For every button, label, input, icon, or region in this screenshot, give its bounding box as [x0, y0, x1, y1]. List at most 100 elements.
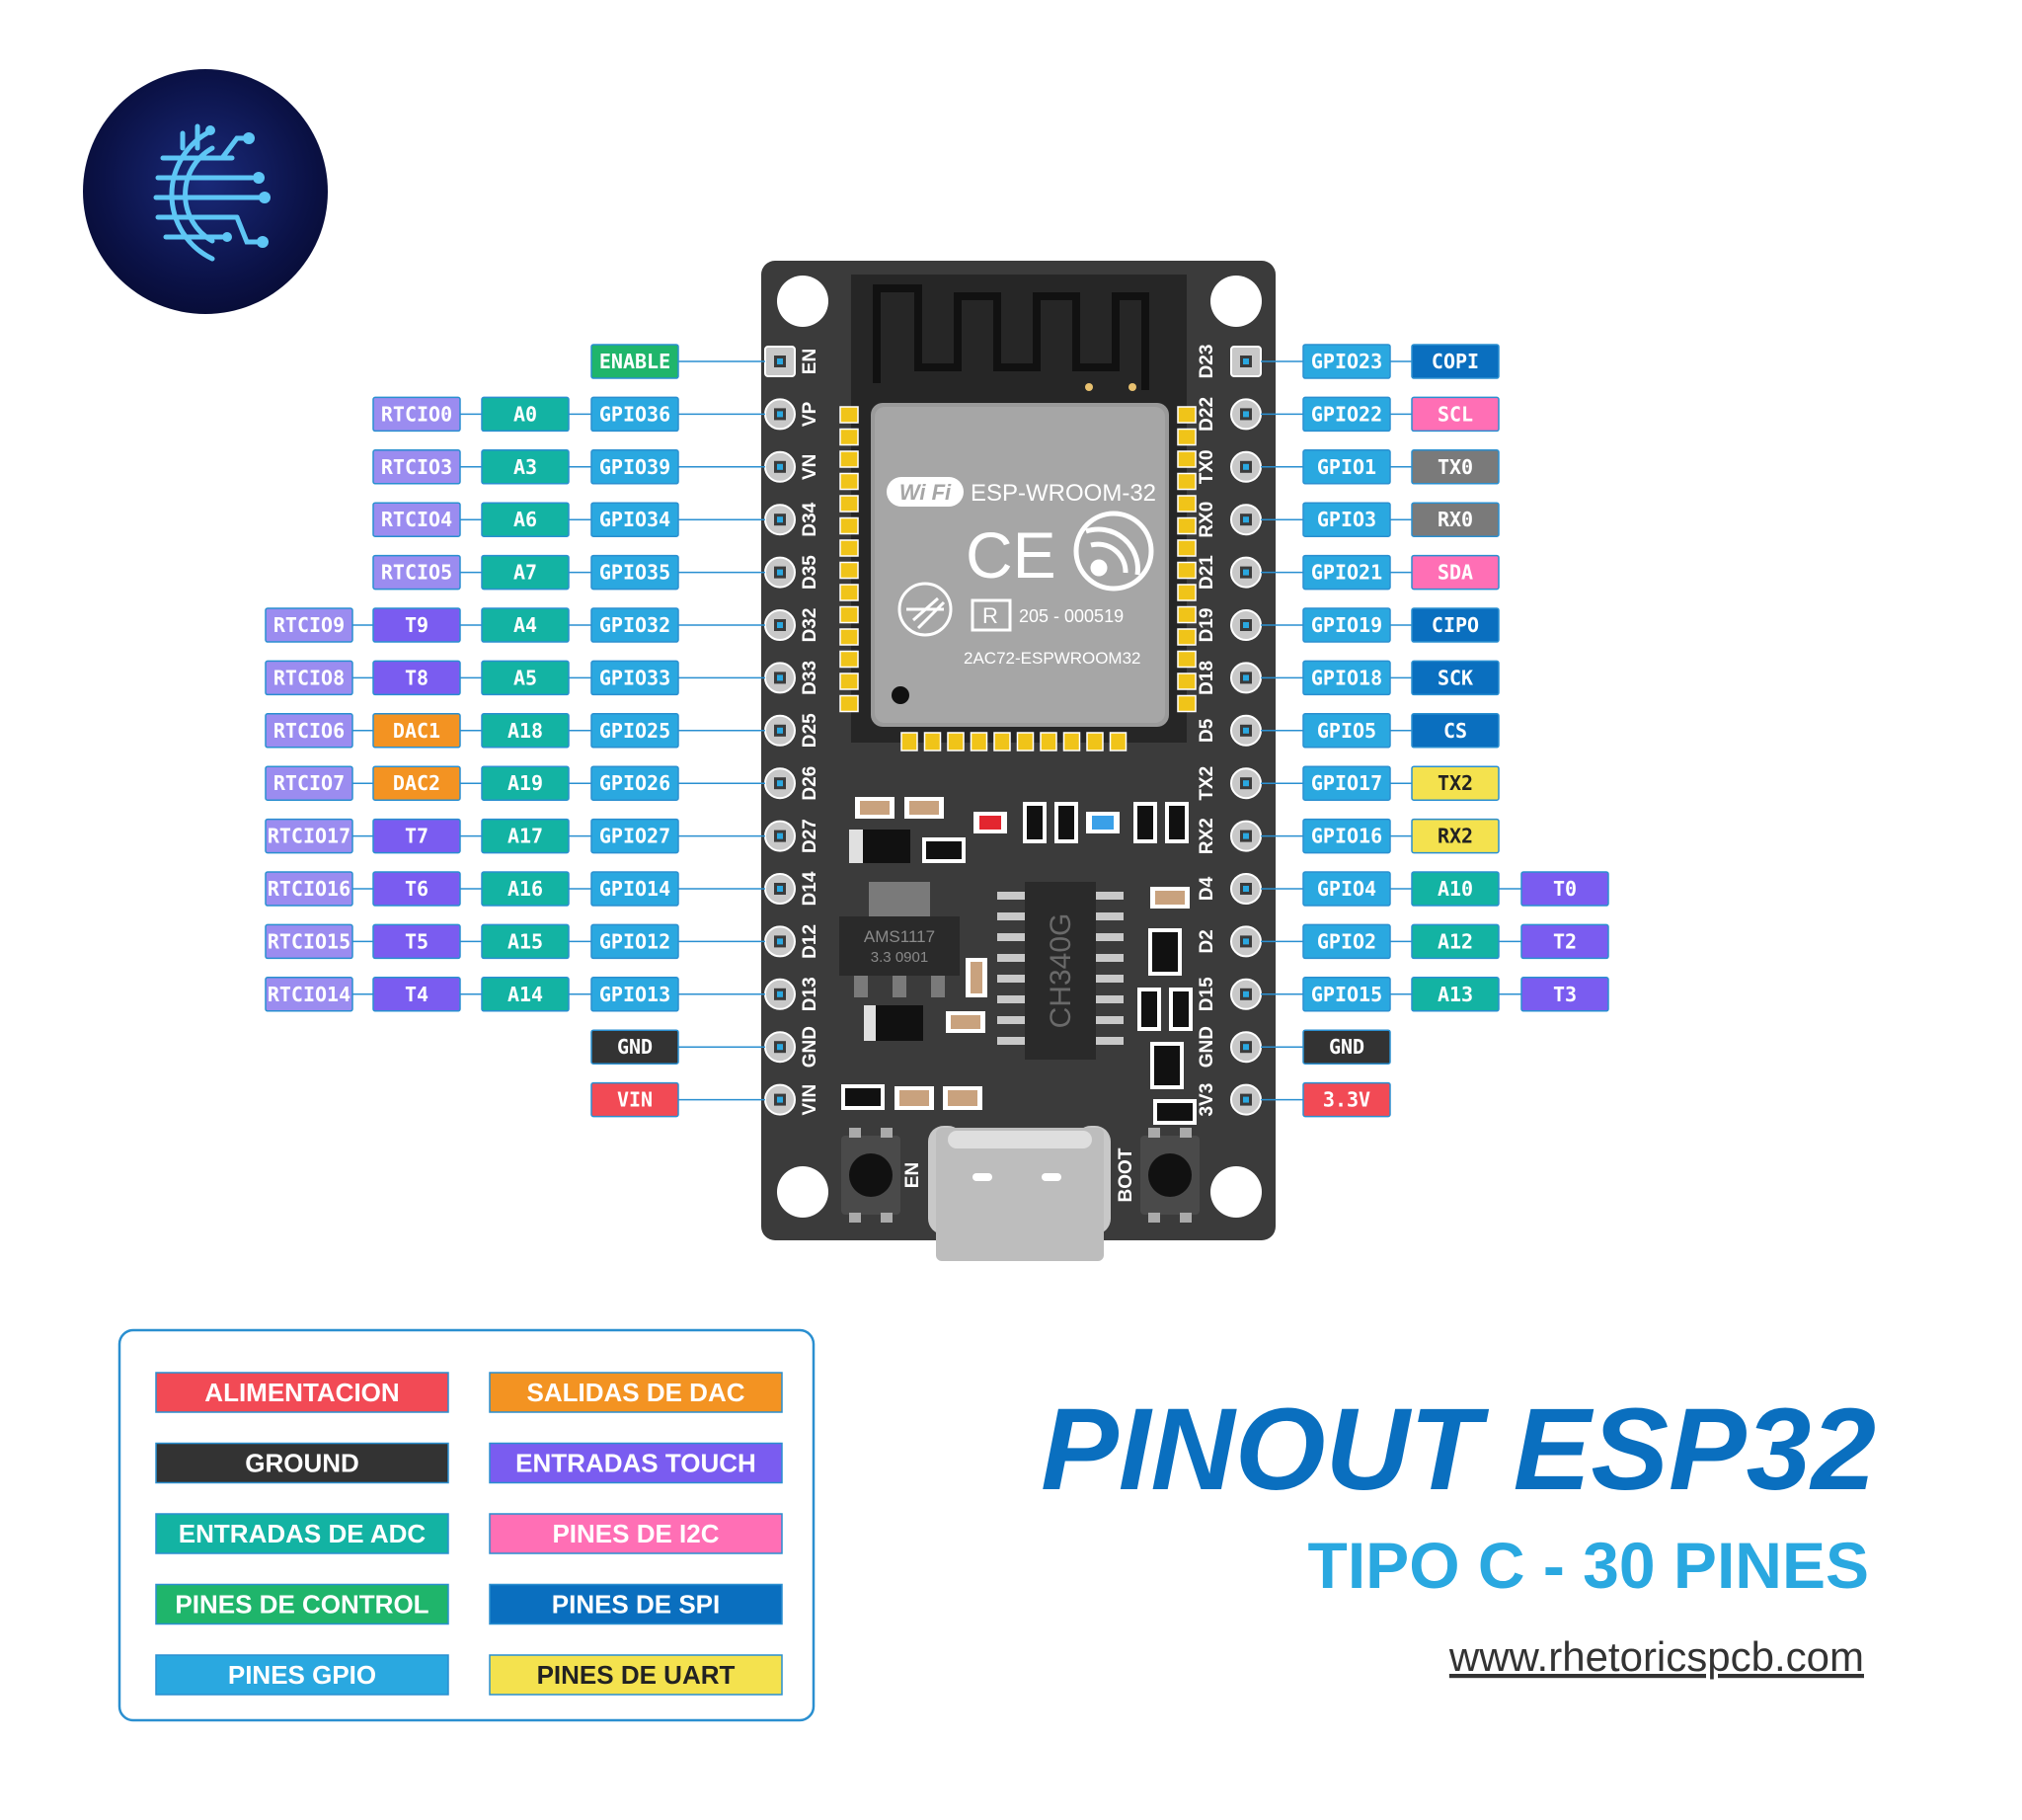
pin-label-rx2-r-rx2-text: RX2	[1438, 825, 1473, 848]
board-pin-label-d12-l: D12	[800, 924, 820, 959]
header-pin-d35-l	[764, 556, 796, 589]
board-pin-label-d25-l: D25	[800, 713, 820, 748]
pin-label-d35-l-rtcio5-text: RTCIO5	[381, 561, 452, 585]
legend-item-salidas-de-dac: SALIDAS DE DAC	[489, 1372, 783, 1413]
header-pin-vin-l	[764, 1083, 796, 1116]
pin-label-d5-r-gpio5: GPIO5	[1302, 713, 1391, 749]
website-link[interactable]: www.rhetoricspcb.com	[1448, 1633, 1864, 1680]
pin-label-d27-l-a17: A17	[481, 818, 570, 854]
board-pin-label-d21-r: D21	[1197, 555, 1217, 590]
header-pin-d32-l	[764, 609, 796, 641]
board-pin-label-gnd-r: GND	[1197, 1026, 1217, 1068]
pin-label-d15-r-a13: A13	[1411, 977, 1500, 1012]
cert-code: 205 - 000519	[1019, 606, 1124, 626]
wifi-logo: Wi Fi	[887, 477, 964, 507]
header-pin-d2-r	[1230, 925, 1262, 958]
pin-label-d2-r-t2: T2	[1520, 923, 1609, 960]
header-pin-d18-r	[1230, 662, 1262, 694]
pin-label-d34-l-rtcio4: RTCIO4	[372, 502, 461, 537]
legend-item-alimentacion: ALIMENTACION	[155, 1372, 449, 1413]
pin-label-vn-l-a3-text: A3	[513, 455, 537, 479]
pin-label-d25-l-a18-text: A18	[507, 719, 543, 743]
page-title: PINOUT ESP32	[1041, 1385, 1876, 1515]
board-pin-label-d33-l: D33	[800, 661, 820, 695]
board-pin-label-vp-l: VP	[800, 401, 820, 427]
pin-label-d34-l-a6: A6	[481, 502, 570, 537]
board-pin-label-d23-r: D23	[1197, 345, 1217, 379]
pin-label-d23-r-gpio23-text: GPIO23	[1311, 350, 1382, 373]
board-pin-label-d35-l: D35	[800, 555, 820, 590]
usb-c-connector[interactable]	[928, 1126, 1111, 1261]
pin-label-d21-r-gpio21-text: GPIO21	[1311, 561, 1382, 585]
pin-label-d32-l-rtcio9: RTCIO9	[265, 607, 353, 643]
boot-button[interactable]	[1140, 1128, 1200, 1223]
pin-label-tx0-r-tx0-text: TX0	[1438, 455, 1473, 479]
legend-item-entradas-touch: ENTRADAS TOUCH	[489, 1442, 783, 1484]
header-pin-3v3-r	[1230, 1083, 1262, 1116]
pin-label-vp-l-gpio36-text: GPIO36	[599, 402, 670, 426]
board-pin-label-d15-r: D15	[1197, 977, 1217, 1011]
legend-label-pines-de-i2c: PINES DE I2C	[552, 1519, 719, 1548]
en-button[interactable]	[841, 1128, 900, 1223]
pin-label-d25-l-a18: A18	[481, 713, 570, 749]
pin-label-tx2-r-gpio17: GPIO17	[1302, 765, 1391, 801]
boot-button-label: BOOT	[1116, 1147, 1136, 1202]
pin-label-gnd-r-gnd: GND	[1302, 1029, 1391, 1065]
pin-label-d4-r-t0-text: T0	[1553, 877, 1577, 901]
legend-label-alimentacion: ALIMENTACION	[204, 1378, 399, 1407]
legend-item-pines-de-control: PINES DE CONTROL	[155, 1583, 449, 1625]
header-pins: ENVPVND34D35D32D33D25D26D27D14D12D13GNDV…	[764, 345, 1262, 1117]
board-pin-label-vin-l: VIN	[800, 1084, 820, 1116]
pin-label-d4-r-a10: A10	[1411, 871, 1500, 907]
pin-label-d18-r-sck: SCK	[1411, 660, 1500, 696]
pin-label-vn-l-gpio39: GPIO39	[590, 449, 679, 485]
en-button-label: EN	[902, 1162, 923, 1188]
pin-label-d26-l-rtcio7: RTCIO7	[265, 765, 353, 801]
pin-label-d15-r-t3: T3	[1520, 977, 1609, 1012]
header-pin-d15-r	[1230, 978, 1262, 1010]
board-pin-label-d26-l: D26	[800, 766, 820, 801]
board-pin-label-d22-r: D22	[1197, 397, 1217, 432]
legend-label-pines-de-control: PINES DE CONTROL	[175, 1590, 428, 1620]
pin-label-vp-l-a0-text: A0	[513, 402, 537, 426]
board-pin-label-d27-l: D27	[800, 819, 820, 853]
header-pin-gnd-l	[764, 1031, 796, 1064]
pin-label-d19-r-gpio19: GPIO19	[1302, 607, 1391, 643]
pin-label-rx0-r-gpio3-text: GPIO3	[1317, 508, 1376, 531]
pin-label-d13-l-gpio13: GPIO13	[590, 977, 679, 1012]
legend-label-entradas-touch: ENTRADAS TOUCH	[515, 1449, 756, 1478]
pin-label-en-l-enable-text: ENABLE	[599, 350, 670, 373]
header-pin-rx2-r	[1230, 820, 1262, 852]
pin-label-d14-l-a16-text: A16	[507, 877, 543, 901]
module-pads	[839, 406, 1197, 752]
pin-label-d25-l-dac1: DAC1	[372, 713, 461, 749]
pin-label-d13-l-t4-text: T4	[405, 983, 428, 1006]
pin-label-d32-l-rtcio9-text: RTCIO9	[273, 613, 345, 637]
pin-label-d12-l-rtcio15: RTCIO15	[265, 923, 353, 960]
pin-label-d12-l-t5: T5	[372, 923, 461, 960]
pin-label-d33-l-a5-text: A5	[513, 666, 537, 689]
pin-label-d26-l-gpio26: GPIO26	[590, 765, 679, 801]
pin-label-d18-r-gpio18-text: GPIO18	[1311, 666, 1382, 689]
company-logo	[83, 69, 328, 314]
pin-label-d35-l-a7-text: A7	[513, 561, 537, 585]
header-pin-d27-l	[764, 820, 796, 852]
esp32-board: Wi Fi ESP-WROOM-32 CE R 205 - 000519 2AC…	[761, 261, 1276, 1261]
pin-label-d21-r-sda-text: SDA	[1438, 561, 1473, 585]
pin-label-d26-l-a19-text: A19	[507, 771, 543, 795]
pin-label-d35-l-gpio35: GPIO35	[590, 554, 679, 591]
page-subtitle: TIPO C - 30 PINES	[1308, 1529, 1869, 1602]
pin-label-d35-l-gpio35-text: GPIO35	[599, 561, 670, 585]
pin-label-d32-l-t9-text: T9	[405, 613, 428, 637]
pin-label-vin-l-vin-text: VIN	[617, 1088, 653, 1112]
pin-label-d19-r-gpio19-text: GPIO19	[1311, 613, 1382, 637]
pin-label-d2-r-gpio2-text: GPIO2	[1317, 929, 1376, 953]
legend-item-entradas-de-adc: ENTRADAS DE ADC	[155, 1513, 449, 1554]
board-pin-label-en-l: EN	[800, 349, 820, 374]
pin-label-d27-l-gpio27: GPIO27	[590, 818, 679, 854]
pin-label-d19-r-cipo-text: CIPO	[1432, 613, 1479, 637]
pin-label-tx0-r-tx0: TX0	[1411, 449, 1500, 485]
pin-label-d33-l-t8-text: T8	[405, 666, 428, 689]
pin-label-d21-r-gpio21: GPIO21	[1302, 554, 1391, 591]
